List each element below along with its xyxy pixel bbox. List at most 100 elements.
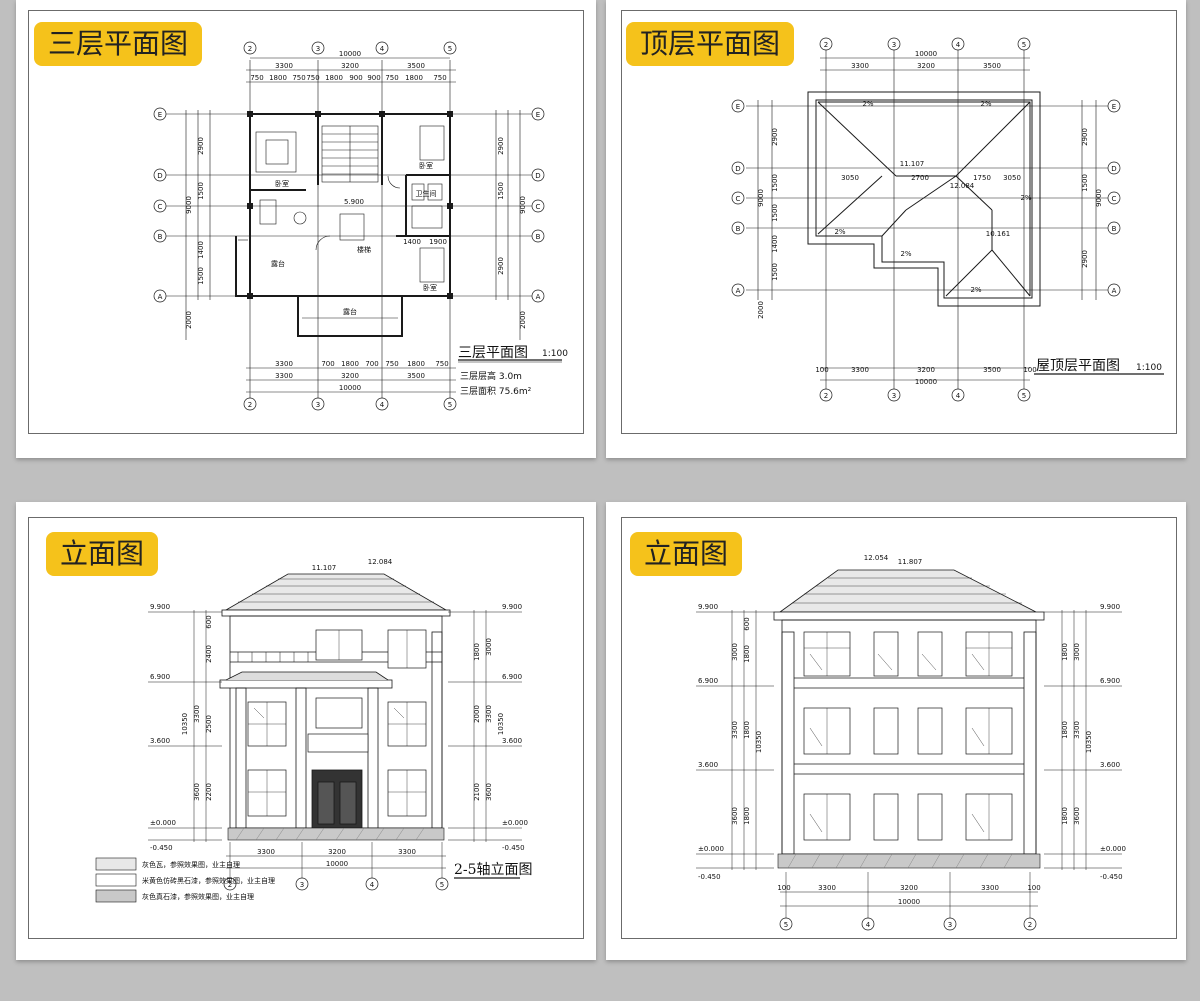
dim: 100 — [815, 366, 828, 374]
level-label: 12.054 — [864, 554, 889, 562]
dim-vertical: 1800 — [1061, 721, 1069, 739]
dim: 100 — [777, 884, 790, 892]
slope-label: 2% — [980, 100, 991, 108]
level-label: -0.450 — [502, 844, 525, 852]
col-label: 4 — [956, 41, 961, 49]
row-label: C — [736, 195, 741, 203]
panel-back-elevation: 立面图 — [606, 502, 1186, 960]
dim: 750 — [250, 74, 263, 82]
dim: 1800 — [405, 74, 423, 82]
roof-plan-drawing: 2 3 4 5 2 3 4 5 E D C B A E D C B A 1000… — [731, 37, 1164, 402]
dim-vertical: 3300 — [193, 705, 201, 723]
col-label: 3 — [316, 45, 320, 53]
col-label: 2 — [824, 41, 828, 49]
level-label: 6.900 — [502, 673, 522, 681]
dim: 3050 — [841, 174, 859, 182]
panel-tag: 立面图 — [630, 532, 743, 576]
dim-total: 10000 — [339, 50, 361, 58]
room-label: 卧室 — [423, 283, 437, 292]
dim: 3300 — [257, 848, 275, 856]
dim-vertical: 2200 — [205, 783, 213, 801]
col-label: 5 — [440, 881, 444, 889]
col-label: 5 — [448, 45, 452, 53]
col-label: 2 — [1028, 921, 1032, 929]
level-label: 6.900 — [698, 677, 718, 685]
dim: 3500 — [407, 62, 425, 70]
row-label: E — [158, 111, 162, 119]
dim: 700 — [321, 360, 334, 368]
col-label: 5 — [784, 921, 788, 929]
dim-vertical: 1500 — [771, 174, 779, 192]
dim-vertical: 9000 — [185, 196, 193, 214]
dim-vertical: 600 — [743, 617, 751, 630]
level-label: 6.900 — [150, 673, 170, 681]
level-label: 12.084 — [950, 182, 975, 190]
drawing-frame — [28, 10, 584, 434]
dim: 1800 — [325, 74, 343, 82]
dim-vertical: 3600 — [193, 783, 201, 801]
room-label: 露台 — [343, 307, 357, 316]
dim: 2700 — [911, 174, 929, 182]
dim-vertical: 10350 — [1085, 731, 1093, 753]
col-label: 4 — [370, 881, 375, 889]
panel-roof-plan: 顶层平面图 — [606, 0, 1186, 458]
panel-third-floor: 三层平面图 — [16, 0, 596, 458]
level-label: -0.450 — [1100, 873, 1123, 881]
dim: 3200 — [328, 848, 346, 856]
dim-vertical: 3600 — [485, 783, 493, 801]
slope-label: 2% — [862, 100, 873, 108]
drawing-frame — [621, 10, 1177, 434]
row-label: A — [1112, 287, 1117, 295]
level-label: 3.600 — [502, 737, 522, 745]
drawing-title: 屋顶层平面图 — [1036, 358, 1120, 374]
dim: 3300 — [818, 884, 836, 892]
level-label: 5.900 — [344, 198, 364, 206]
level-label: 3.600 — [150, 737, 170, 745]
dim: 3500 — [407, 372, 425, 380]
dim-vertical: 3600 — [1073, 807, 1081, 825]
dim-vertical: 1800 — [1061, 643, 1069, 661]
col-label: 3 — [316, 401, 320, 409]
legend-item: 米黄色仿砖黑石漆，参照效果图，业主自理 — [142, 876, 275, 885]
col-label: 2 — [824, 392, 828, 400]
col-label: 2 — [248, 401, 252, 409]
dim-total: 10000 — [915, 50, 937, 58]
level-label: 9.900 — [1100, 603, 1120, 611]
col-label: 3 — [892, 41, 896, 49]
row-label: C — [1112, 195, 1117, 203]
dim: 3300 — [851, 366, 869, 374]
dim: 1750 — [973, 174, 991, 182]
room-label: 卫生间 — [416, 189, 437, 198]
level-label: 11.107 — [312, 564, 337, 572]
dim: 700 — [365, 360, 378, 368]
row-label: A — [736, 287, 741, 295]
level-label: 9.900 — [698, 603, 718, 611]
row-label: C — [536, 203, 541, 211]
row-label: E — [536, 111, 540, 119]
row-label: A — [158, 293, 163, 301]
drawing-scale: 1:100 — [542, 349, 568, 359]
dim: 3300 — [275, 372, 293, 380]
dim: 3050 — [1003, 174, 1021, 182]
col-label: 5 — [1022, 41, 1026, 49]
dim-total: 10000 — [326, 860, 348, 868]
slope-label: 2% — [834, 228, 845, 236]
row-label: E — [1112, 103, 1116, 111]
level-label: 9.900 — [150, 603, 170, 611]
dim-vertical: 2900 — [497, 137, 505, 155]
level-label: 11.107 — [900, 160, 925, 168]
col-label: 2 — [228, 881, 232, 889]
dim: 1800 — [269, 74, 287, 82]
dim-vertical: 1800 — [743, 807, 751, 825]
legend-item: 灰色瓦，参照效果图，业主自理 — [142, 860, 240, 869]
drawing-note: 三层面积 75.6m² — [460, 385, 532, 397]
level-label: 3.600 — [698, 761, 718, 769]
dim-vertical: 1500 — [771, 204, 779, 222]
dim-vertical: 1800 — [743, 721, 751, 739]
dim-vertical: 1500 — [1081, 174, 1089, 192]
level-label: 6.900 — [1100, 677, 1120, 685]
col-label: 4 — [380, 401, 385, 409]
dim-vertical: 2900 — [1081, 250, 1089, 268]
dim-total: 10000 — [898, 898, 920, 906]
dim-vertical: 2900 — [1081, 128, 1089, 146]
